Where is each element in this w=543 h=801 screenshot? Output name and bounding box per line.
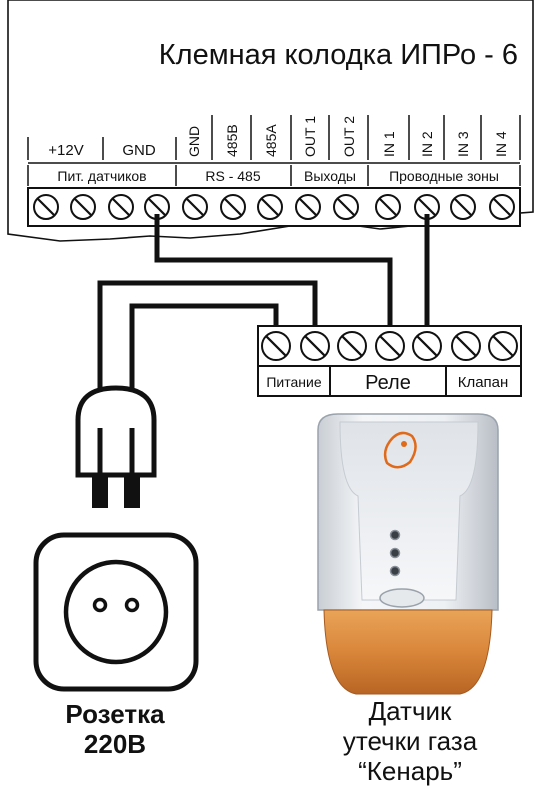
col-label-in1: IN 1: [381, 131, 397, 157]
socket-label-line1: Розетка: [65, 699, 165, 729]
group-label-wired-zones: Проводные зоны: [389, 168, 499, 184]
relay-screw-1: [261, 331, 291, 361]
detector-caption: Датчик утечки газа “Кенарь”: [285, 696, 535, 787]
socket-label-line2: 220В: [83, 728, 147, 759]
screw-terminal-13: [489, 194, 515, 220]
screw-terminal-2: [70, 194, 96, 220]
wire-gnd: [154, 214, 393, 333]
detector-led-1: [389, 529, 401, 541]
detector-led-3: [389, 565, 401, 577]
col-label-gnd: GND: [122, 142, 156, 159]
screw-terminal-7: [257, 194, 283, 220]
screw-terminals: [33, 194, 515, 220]
group-labels: Пит. датчиков RS - 485 Выходы Проводные …: [57, 168, 499, 184]
screw-terminal-8: [295, 194, 321, 220]
wire-power-2: [129, 303, 279, 428]
relay-block: Питание Реле Клапан: [257, 325, 522, 397]
detector-label-line1: Датчик: [368, 696, 452, 726]
col-label-in2: IN 2: [419, 131, 435, 157]
gas-detector: [317, 413, 499, 695]
detector-logo-icon: [383, 431, 417, 469]
detector-led-2: [389, 547, 401, 559]
relay-screws: [261, 331, 518, 361]
screw-terminal-9: [333, 194, 359, 220]
detector-button: [379, 588, 425, 608]
screw-terminal-10: [375, 194, 401, 220]
detector-lens: [323, 609, 493, 695]
screw-terminal-12: [450, 194, 476, 220]
relay-screw-7: [488, 331, 518, 361]
col-label-485b: 485B: [224, 124, 240, 157]
col-label-out2: OUT 2: [341, 116, 357, 157]
relay-label-strip: [257, 365, 522, 397]
relay-screw-2: [300, 331, 330, 361]
column-labels: +12V GND GND 485B 485A OUT 1 OUT 2 IN 1 …: [48, 116, 509, 159]
group-separators: [27, 165, 521, 186]
relay-label-relay: Реле: [365, 372, 411, 394]
screw-terminal-1: [33, 194, 59, 220]
detector-leds: [389, 529, 401, 577]
signal-wires: [154, 214, 430, 333]
screw-terminal-6: [220, 194, 246, 220]
group-label-rs485: RS - 485: [205, 168, 260, 184]
relay-screw-6: [451, 331, 481, 361]
col-label-gnd-v: GND: [186, 126, 202, 157]
relay-screw-5: [412, 331, 442, 361]
relay-label-valve: Клапан: [458, 374, 509, 391]
column-separators: [27, 115, 521, 160]
col-label-12v: +12V: [48, 142, 83, 159]
power-wires: [97, 280, 318, 428]
detector-label-line2: утечки газа: [342, 725, 478, 756]
relay-label-power: Питание: [266, 374, 321, 390]
screw-terminal-3: [108, 194, 134, 220]
plug-icon: [75, 385, 157, 508]
group-label-sensor-power: Пит. датчиков: [57, 168, 146, 184]
detector-label-line3: “Кенарь”: [358, 755, 462, 786]
group-label-outputs: Выходы: [304, 168, 356, 184]
wire-power-1: [97, 280, 318, 428]
col-label-in3: IN 3: [455, 131, 471, 157]
relay-screw-3: [337, 331, 367, 361]
col-label-out1: OUT 1: [302, 116, 318, 157]
socket-icon: [33, 532, 199, 692]
col-label-485a: 485A: [263, 124, 279, 157]
panel-title: Клемная колодка ИПРо - 6: [159, 39, 518, 71]
screw-terminal-5: [182, 194, 208, 220]
socket-caption: Розетка 220В: [20, 699, 210, 760]
col-label-in4: IN 4: [493, 131, 509, 157]
relay-screw-4: [375, 331, 405, 361]
